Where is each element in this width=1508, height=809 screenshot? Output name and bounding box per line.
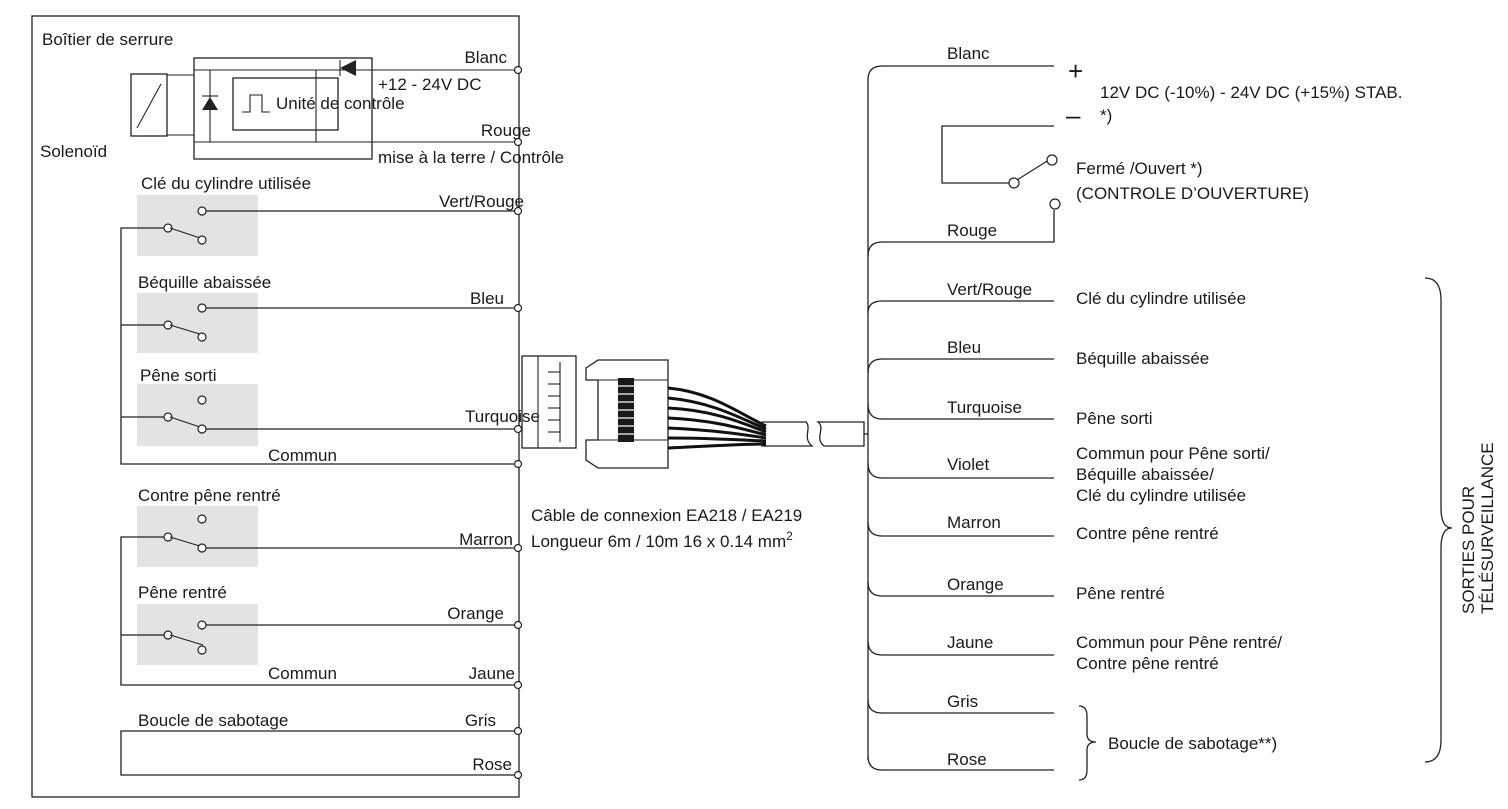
desc-handle: Béquille abaissée [1076,349,1209,368]
contact-terminal-b [1046,154,1058,166]
section-latch-in-label: Contre pêne rentré [138,486,281,505]
solenoid-label: Solenoïd [40,142,107,161]
wire-gris-left: Gris [465,711,496,730]
control-block: Unité de contrôle +12 - 24V DC mise à la… [130,57,564,167]
terminals [513,65,523,780]
wire-violet-right: Violet [947,455,989,474]
pulse-icon [242,94,270,113]
control-frame [193,57,373,160]
desc-common-a2: Béquille abaissée/ [1076,465,1214,484]
diode-icon [202,97,218,110]
lock-box-title: Boîtier de serrure [42,30,173,49]
cable-line2: Longueur 6m / 10m 16 x 0.14 mm2 [531,529,793,551]
section-tamper-label: Boucle de sabotage [138,711,288,730]
desc-common-b1: Commun pour Pêne rentré/ [1076,633,1282,652]
connector-male [585,359,669,469]
contact-line1: Fermé /Ouvert *) [1076,159,1203,178]
cable-sheath [761,421,814,447]
supply-note: *) [1100,106,1112,125]
contact-wire [941,125,1054,184]
wire-jaune-left: Jaune [469,664,515,683]
supply-diode-icon [340,60,356,76]
supply-spec: 12V DC (-10%) - 24V DC (+15%) STAB. [1100,83,1402,102]
desc-bolt-out: Pêne sorti [1076,409,1153,428]
section-bolt-in-label: Pêne rentré [138,583,227,602]
cable-wire-fan [667,386,767,450]
wire-branches [867,65,1055,771]
switch-pad-bolt-out [137,384,258,446]
common-bus-b [120,536,518,686]
wire-orange-left: Orange [447,604,504,623]
tamper-loop [120,730,518,776]
minus-sign: – [1066,100,1081,130]
switch-key [163,206,207,245]
desc-common-a3: Clé du cylindre utilisée [1076,486,1246,505]
supply-label: +12 - 24V DC [378,75,481,94]
wire-blanc-left: Blanc [464,48,507,67]
connector-female [521,355,577,449]
switch-latch-in [163,514,207,553]
wire-rose-left: Rose [472,755,512,774]
cable-connector: Câble de connexion EA218 / EA219 Longueu… [521,355,865,551]
tamper-brace [1078,705,1097,781]
wire-bleu-right: Bleu [947,338,981,357]
wire-marron-left: Marron [459,530,513,549]
surveillance-line1: SORTIES POUR [1459,486,1478,614]
lock-box-outline [31,15,520,798]
desc-key: Clé du cylindre utilisée [1076,289,1246,308]
contact-line2: (CONTROLE D’OUVERTURE) [1076,184,1309,203]
contact-terminal-c [1049,198,1061,210]
section-handle-label: Béquille abaissée [138,273,271,292]
wire-rouge-left: Rouge [481,121,531,140]
desc-latch-in: Contre pêne rentré [1076,524,1219,543]
section-common2-label: Commun [268,664,337,683]
wire-gris-right: Gris [947,692,978,711]
section-key-label: Clé du cylindre utilisée [141,174,311,193]
wire-vert-rouge-right: Vert/Rouge [947,280,1032,299]
lock-box: Boîtier de serrure Solenoïd Unité de con… [31,15,564,798]
cable-line1: Câble de connexion EA218 / EA219 [531,506,802,525]
surveillance-brace [1424,277,1453,763]
ground-label: mise à la terre / Contrôle [378,148,564,167]
wire-turquoise-right: Turquoise [947,398,1022,417]
section-common1-label: Commun [268,446,337,465]
wire-rouge-right: Rouge [947,221,997,240]
wire-jaune-right: Jaune [947,633,993,652]
wire-vert-rouge-left: Vert/Rouge [439,192,524,211]
wire-marron-right: Marron [947,513,1001,532]
surveillance-line2: TÉLÉSURVEILLANCE [1478,442,1497,614]
wire-bleu-left: Bleu [470,289,504,308]
wire-rose-right: Rose [947,750,987,769]
desc-tamper: Boucle de sabotage**) [1108,734,1277,753]
wire-turquoise-left: Turquoise [465,407,540,426]
output-side: Blanc Rouge Vert/Rouge Bleu Turquoise Vi… [864,44,1497,781]
wire-orange-right: Orange [947,575,1004,594]
wire-blanc-right: Blanc [947,44,990,63]
switch-handle [163,303,207,342]
switch-pad-key [137,195,258,256]
section-bolt-out-label: Pêne sorti [140,366,217,385]
desc-bolt-in: Pêne rentré [1076,584,1165,603]
desc-common-a1: Commun pour Pêne sorti/ [1076,444,1270,463]
control-unit-box [232,77,339,131]
solenoid-symbol [130,73,168,137]
switch-bolt-out [163,395,207,434]
common-bus-a [120,227,518,465]
switch-pad-handle [137,293,258,353]
plus-sign: + [1068,56,1083,86]
desc-common-b2: Contre pêne rentré [1076,654,1219,673]
contact-terminal-a [1008,177,1020,189]
switch-bolt-in [163,620,207,655]
control-unit-label: Unité de contrôle [276,94,405,113]
